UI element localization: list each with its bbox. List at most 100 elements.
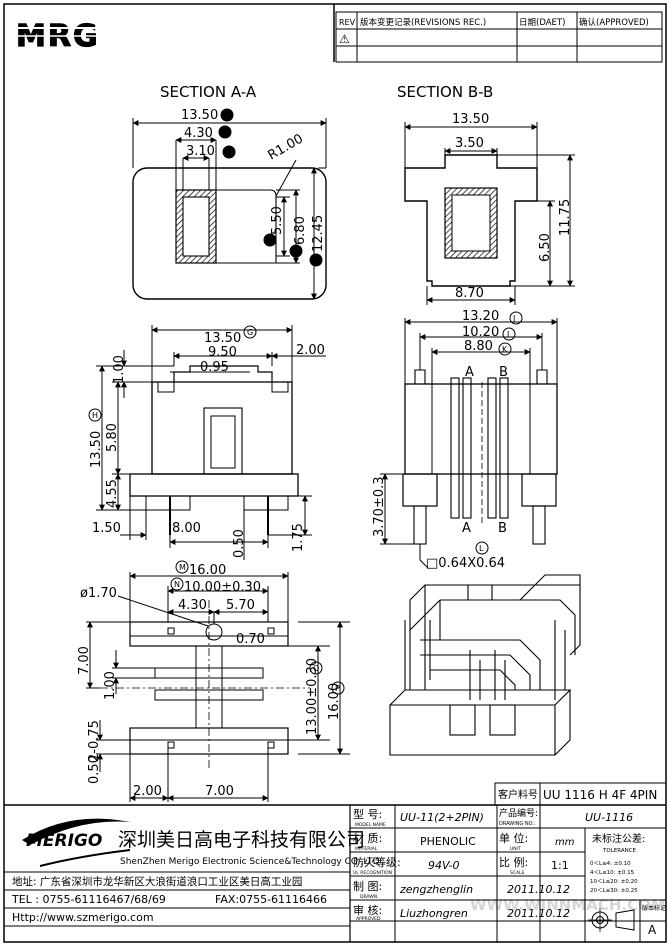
sec-b-dim-8-70: 8.70 [455, 286, 484, 301]
company-fax: FAX:0755-61116466 [215, 893, 327, 906]
approved-name: Liuzhongren [400, 907, 468, 920]
bottom-dim-5-70: 5.70 [226, 598, 255, 613]
company-tel: TEL : 0755-61116467/68/69 [11, 893, 166, 906]
tag-p: P [335, 684, 340, 693]
bottom-dim-2-0-75: 2-0.75 [87, 720, 102, 762]
section-a-a: SECTION A-A 13.50 4.30 3.10 R1.00 5.50 6… [132, 83, 327, 300]
bottom-dim-13-00: 13.00±0.30 [305, 658, 320, 735]
approved-label: 确认(APPROVED) [579, 17, 649, 28]
sec-a-dim-12-45: 12.45 [311, 215, 326, 252]
bottom-dim-2-00: 2.00 [133, 784, 162, 799]
merigo-logo-swoosh [22, 818, 130, 845]
drawn-sub: DRAWN [360, 894, 377, 900]
bottom-dim-16-00: 16.00 [189, 563, 226, 578]
model-value: UU-11(2+2PIN) [400, 811, 484, 824]
model-sub: MODEL NAME [355, 822, 386, 828]
front-dim-2-00: 2.00 [296, 343, 325, 358]
version-value: A [648, 923, 657, 937]
tolerance-row-4: 20＜L≤30: ±0.25 [590, 888, 638, 894]
unit-label: 单 位: [499, 831, 528, 845]
front-dim-0-95: 0.95 [200, 360, 229, 375]
drawn-date: 2011.10.12 [507, 883, 570, 896]
customer-pn-value: UU 1116 H 4F 4PIN [543, 788, 657, 802]
flame-value: 94V-0 [428, 859, 460, 872]
front-dim-1-00: 1.00 [112, 355, 127, 384]
sec-a-dim-radius: R1.00 [266, 131, 306, 163]
side-dim-10-20: 10.20 [462, 325, 499, 340]
tag-g: G [247, 328, 253, 337]
front-dim-1-50: 1.50 [92, 521, 121, 536]
tolerance-row-1: 0＜L≤4: ±0.10 [590, 861, 631, 867]
product-no-label: 产品编号: [499, 807, 538, 819]
tag-k: K [502, 345, 508, 354]
front-dim-1-75: 1.75 [291, 523, 306, 552]
tag-a: A [224, 111, 230, 120]
company-block: MERIGO 深圳美日高电子科技有限公司 ShenZhen Merigo Ele… [11, 818, 380, 924]
unit-sub: UNIT [510, 846, 521, 852]
tag-c: C [226, 148, 232, 157]
front-dim-4-55: 4.55 [105, 479, 120, 508]
sec-b-dim-6-50: 6.50 [538, 233, 553, 262]
tolerance-row-3: 10＜L≤20: ±0.20 [590, 879, 638, 885]
tag-e: E [293, 247, 298, 256]
front-dim-5-80: 5.80 [105, 423, 120, 452]
isometric-view [389, 574, 581, 756]
tolerance-label: 未标注公差: [592, 832, 645, 845]
rev-warning-icon: ⚠ [339, 32, 350, 46]
front-view: 13.50 9.50 2.00 0.95 1.00 13.50 5.80 4.5… [88, 325, 326, 560]
scale-sub: SCALE [510, 870, 525, 876]
brand-logo: MERIGO [26, 831, 102, 851]
tag-d: D [267, 236, 273, 245]
tag-n: N [174, 580, 180, 589]
bottom-dim-v-16-00: 16.00 [327, 683, 342, 720]
front-dim-0-50: 0.50 [232, 529, 247, 558]
tag-o: O [313, 664, 319, 673]
section-a-title: SECTION A-A [160, 83, 257, 101]
sec-b-dim-width: 13.50 [452, 112, 489, 127]
side-dim-pin: □0.64X0.64 [426, 556, 505, 571]
approved-label: 审 核: [353, 903, 382, 917]
sec-b-dim-3-50: 3.50 [455, 136, 484, 151]
bottom-dim-1-00: 1.00 [103, 671, 118, 700]
version-label: 版本标记 [642, 904, 666, 912]
scale-value: 1:1 [551, 859, 569, 872]
material-value: PHENOLIC [420, 835, 476, 848]
sheet-border [3, 3, 667, 943]
material-sub: MATERIAL [355, 846, 378, 852]
sec-a-dim-inner: 4.30 [184, 126, 213, 141]
bottom-dim-7-00: 7.00 [77, 646, 92, 675]
side-label-b-bottom: B [498, 521, 507, 536]
tag-i: J [512, 314, 515, 323]
flame-label: 防火等级: [353, 855, 401, 869]
tag-f: F [313, 256, 318, 265]
unit-value: mm [555, 837, 575, 848]
side-dim-3-70: 3.70±0.3 [372, 476, 387, 537]
approved-sub: APPROVED [356, 916, 381, 922]
logo: MRG [16, 19, 100, 54]
drawn-name: zengzhenglin [399, 883, 473, 896]
company-name-cn: 深圳美日高电子科技有限公司 [118, 829, 365, 851]
tag-j: I [507, 330, 509, 339]
side-plates [450, 377, 509, 519]
product-no-sub: DRAWING NO.: [499, 821, 536, 827]
revisions-label: 版本变更记录(REVISIONS REC.) [360, 17, 486, 28]
tolerance-sub: TOLERANCE [602, 848, 637, 854]
side-label-a-bottom: A [462, 521, 471, 536]
front-dim-8-00: 8.00 [172, 521, 201, 536]
material-label: 材 质: [353, 831, 382, 845]
revision-table [335, 11, 663, 63]
section-b-title: SECTION B-B [397, 83, 493, 101]
tag-h: H [92, 411, 98, 420]
tag-l: L [479, 544, 484, 553]
product-no-value: UU-1116 [585, 811, 633, 824]
bottom-dim-h-7-00: 7.00 [205, 784, 234, 799]
company-web: Http://www.szmerigo.com [12, 911, 154, 924]
tolerance-row-2: 4＜L≤10: ±0.15 [590, 870, 635, 876]
drawn-label: 制 图: [353, 880, 382, 893]
scale-label: 比 例: [499, 855, 528, 869]
sec-b-dim-11-75: 11.75 [558, 199, 573, 236]
bottom-dim-0-70: 0.70 [236, 632, 265, 647]
bottom-dim-0-50: 0.50 [87, 755, 102, 784]
sec-a-dim-slot: 3.10 [186, 144, 215, 159]
